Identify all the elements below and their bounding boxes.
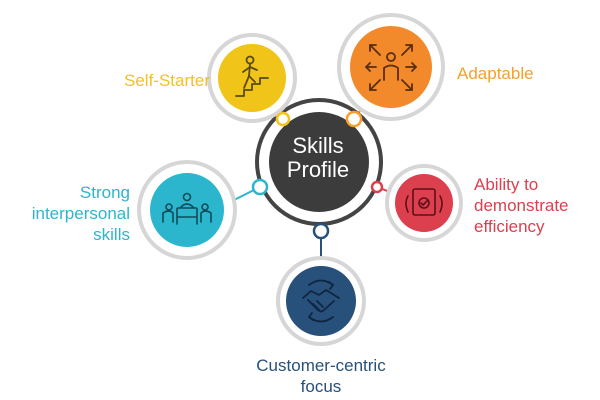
connector-dot-efficiency	[370, 180, 384, 194]
center-label: Skills Profile	[286, 133, 350, 182]
handshake-icon	[302, 279, 340, 323]
skill-label-efficiency: Ability to demonstrate efficiency	[474, 175, 569, 236]
skill-node-interpersonal	[137, 160, 237, 260]
skill-label-customer-centric: Customer-centric focus	[256, 356, 386, 396]
skill-node-self-starter	[207, 33, 297, 123]
center-circle	[269, 112, 369, 212]
meeting-table-icon	[162, 192, 212, 225]
skill-node-customer-centric	[276, 256, 366, 346]
arrows-outward-person-icon	[365, 44, 417, 91]
skill-node-adaptable	[337, 13, 445, 121]
skill-label-interpersonal: Strong interpersonal skills	[31, 183, 130, 244]
certificate-award-icon	[405, 188, 443, 216]
connector-dot-interpersonal	[251, 178, 269, 196]
connector-dot-adaptable	[345, 110, 363, 128]
connector-dot-customer	[312, 222, 330, 240]
skill-label-adaptable: Adaptable	[457, 64, 534, 83]
skill-label-self-starter: Self-Starter	[124, 71, 210, 90]
climbing-stairs-icon	[235, 55, 269, 97]
connector-dot-self-starter	[275, 111, 291, 127]
skill-node-efficiency	[385, 164, 463, 242]
